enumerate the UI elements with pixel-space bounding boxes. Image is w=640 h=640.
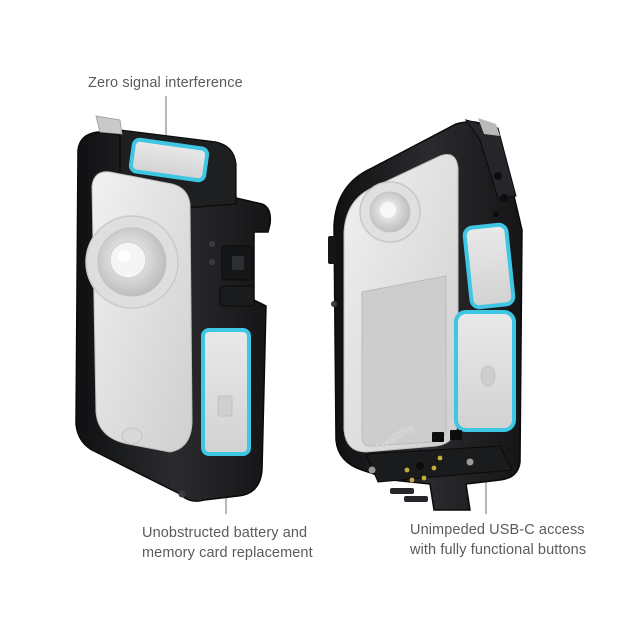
caption-battery-memory-card: Unobstructed battery and memory card rep… [142, 523, 313, 563]
left-battery-door-highlight [201, 328, 251, 456]
right-side-panel-highlight-upper [462, 222, 516, 310]
left-cage-view [75, 115, 272, 502]
left-camera-body [91, 171, 193, 453]
left-top-window-highlight [128, 137, 210, 183]
caption-line: with fully functional buttons [410, 542, 587, 558]
caption-line: memory card replacement [142, 545, 313, 561]
caption-line: Unobstructed battery and [142, 525, 308, 541]
caption-usb-c-access: Unimpeded USB-C access with fully functi… [410, 520, 586, 560]
right-camera-lens [359, 181, 421, 243]
bottom-mount [365, 430, 513, 502]
caption-line: Zero signal interference [88, 75, 243, 91]
left-camera-lens [85, 215, 179, 309]
caption-zero-signal-interference: Zero signal interference [88, 73, 243, 93]
caption-line: Unimpeded USB-C access [410, 522, 585, 538]
right-cage-view: SmallRig [328, 118, 523, 511]
